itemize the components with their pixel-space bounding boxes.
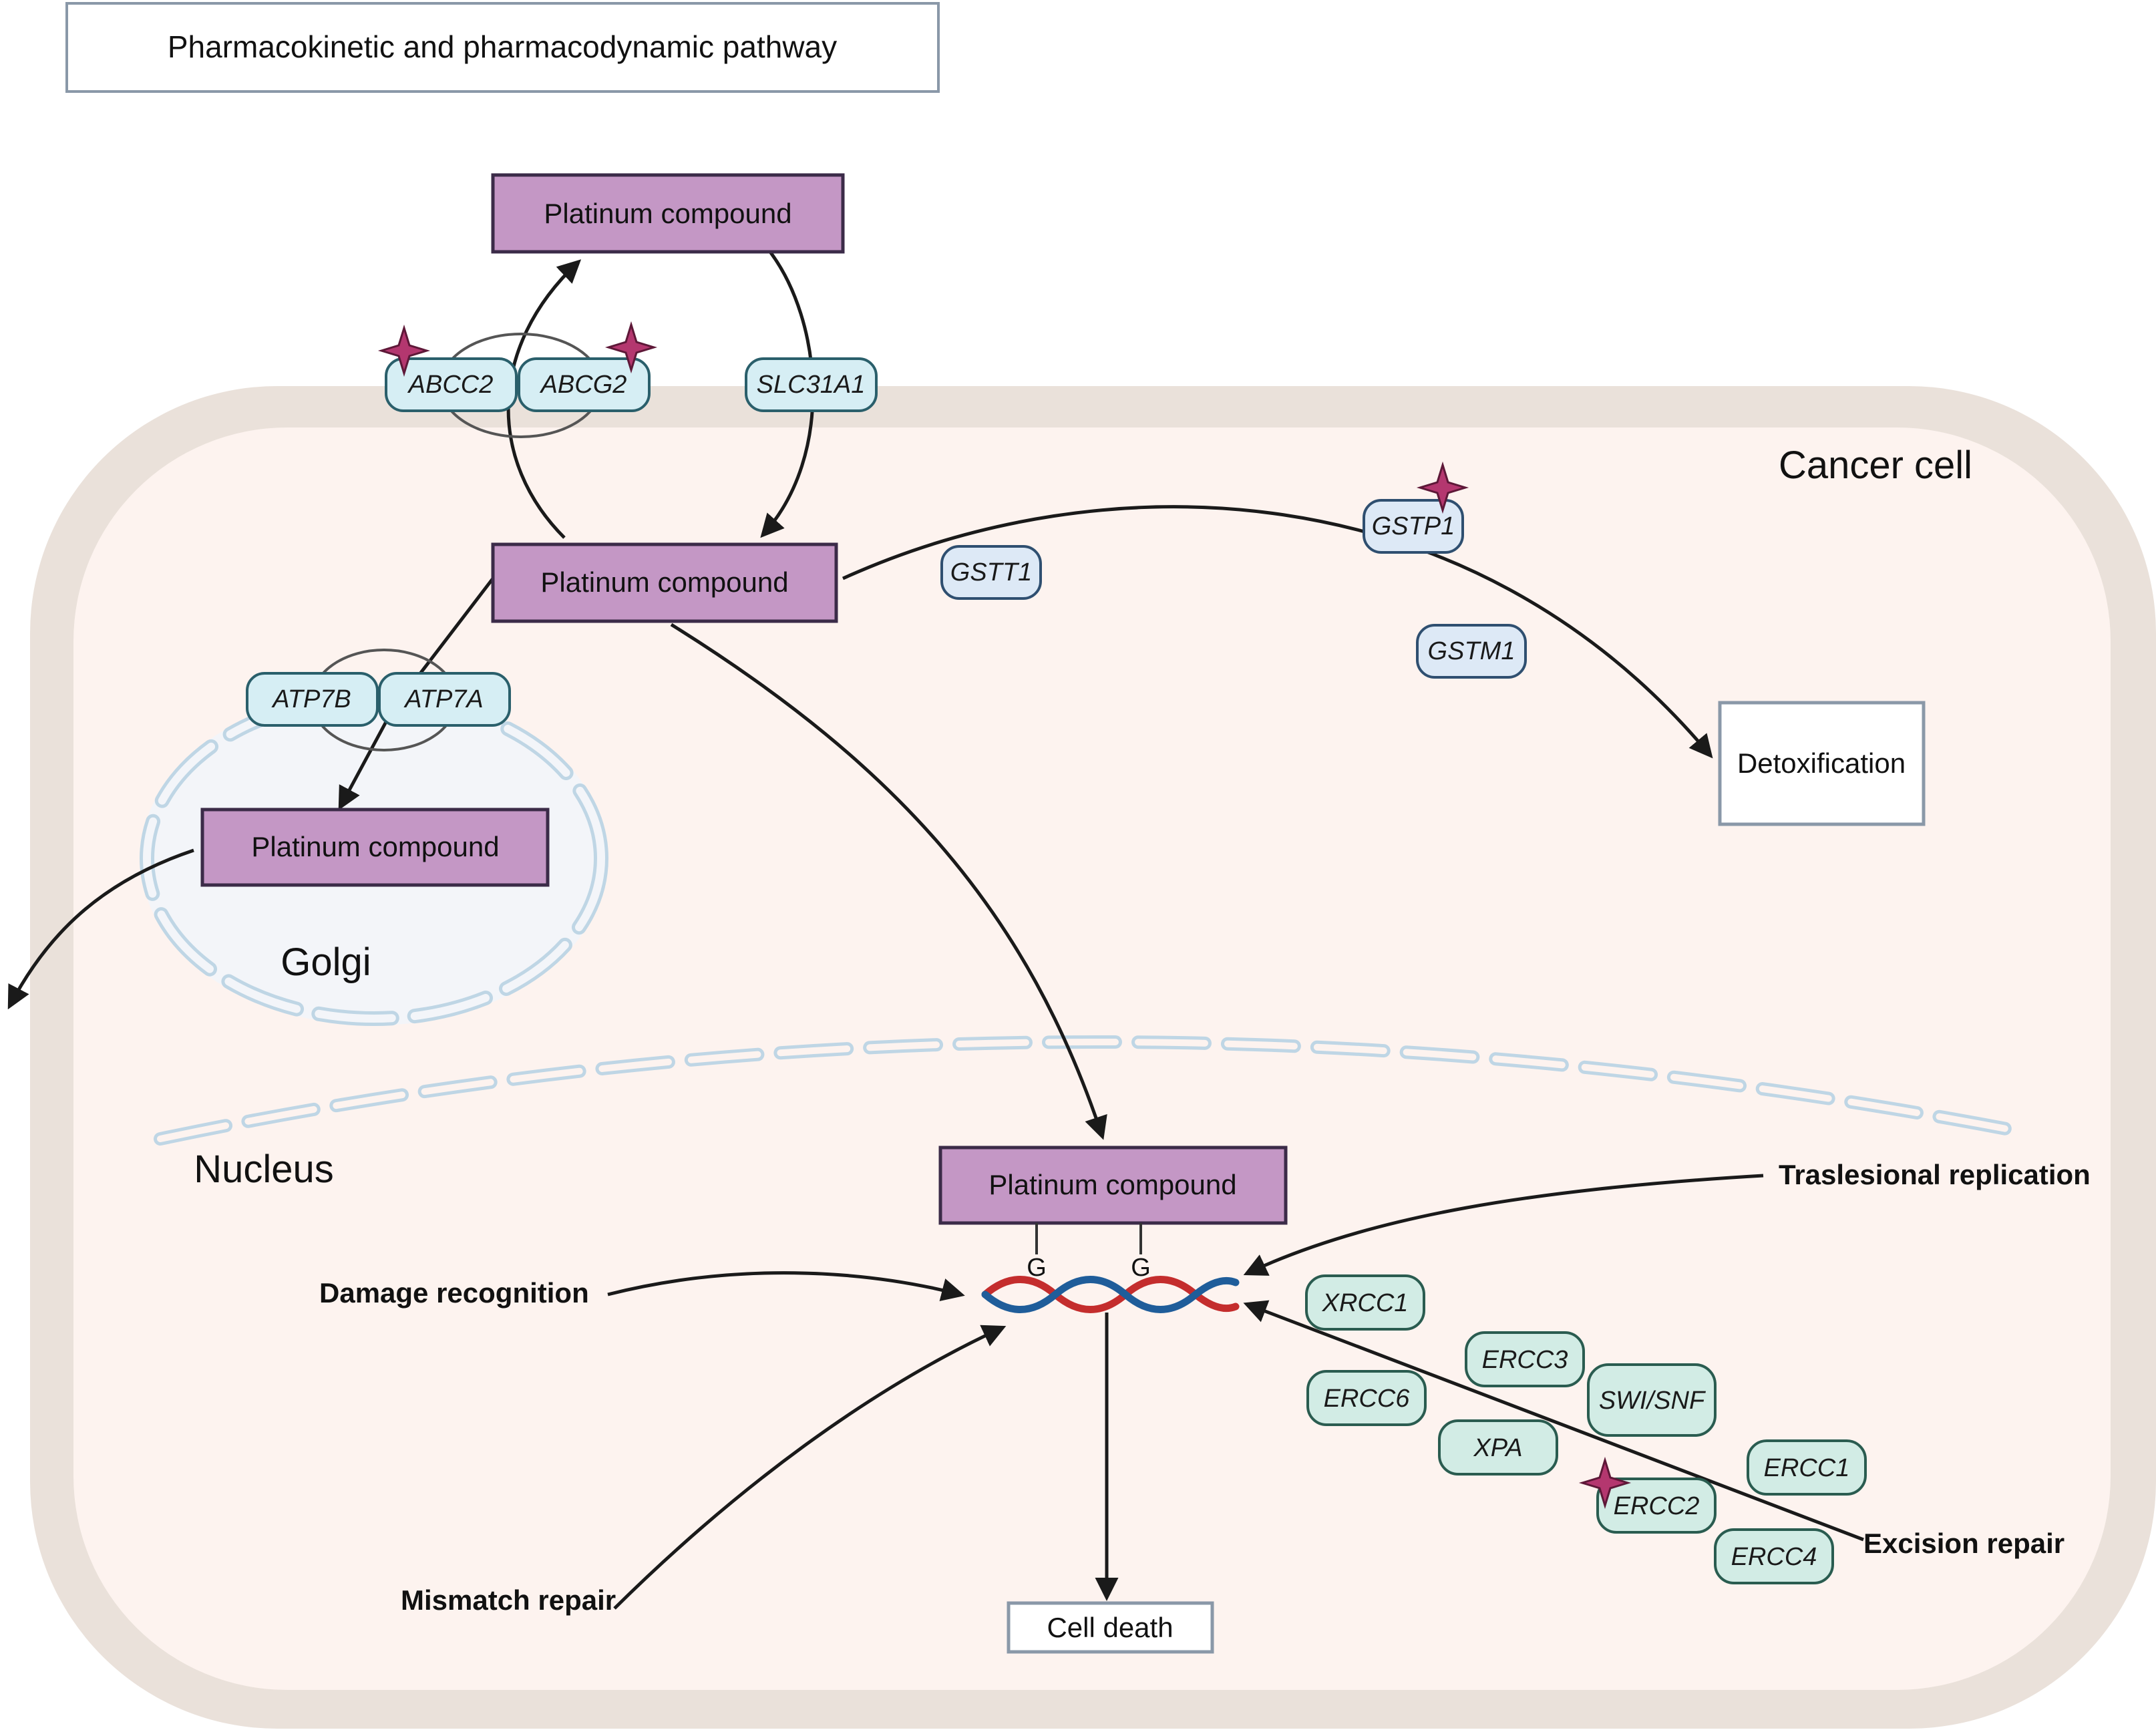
pill-ercc4 bbox=[1714, 1528, 1834, 1584]
compound-golgi-label: Platinum compound bbox=[251, 831, 499, 862]
arrow-to-detoxification bbox=[842, 505, 1713, 759]
diagram-title: Pharmacokinetic and pharmacodynamic path… bbox=[168, 29, 837, 64]
translesional-label: Traslesional replication bbox=[1779, 1159, 2091, 1190]
arrow-into-golgi bbox=[338, 708, 395, 811]
cell-death-label: Cell death bbox=[1047, 1612, 1173, 1643]
pathway-arrows bbox=[7, 250, 1864, 1610]
pill-ercc3 bbox=[1465, 1331, 1585, 1387]
detoxification-box: Detoxification bbox=[1718, 701, 1926, 826]
cell-death-box: Cell death bbox=[1007, 1601, 1214, 1654]
gene-atp7a: ATP7A bbox=[403, 685, 484, 713]
pill-gstm1 bbox=[1416, 624, 1527, 679]
arrow-damage-recognition bbox=[607, 1271, 965, 1301]
pill-atp7b bbox=[246, 672, 379, 727]
arrow-golgi-export bbox=[7, 848, 194, 1010]
nucleus: Nucleus bbox=[154, 1035, 2030, 1191]
compound-cytoplasm: Platinum compound bbox=[491, 542, 838, 623]
pill-ercc2 bbox=[1596, 1478, 1717, 1534]
compound-nucleus-label: Platinum compound bbox=[989, 1169, 1236, 1200]
pill-xrcc1 bbox=[1305, 1274, 1425, 1331]
gene-abcc2: ABCC2 bbox=[407, 371, 494, 399]
pill-atp7a bbox=[378, 672, 511, 727]
repair-genes bbox=[1305, 1274, 1867, 1584]
pill-xpa bbox=[1438, 1419, 1558, 1476]
arrow-excision-repair bbox=[1243, 1300, 1864, 1542]
gene-ercc6: ERCC6 bbox=[1324, 1385, 1411, 1413]
cell-cytoplasm bbox=[73, 427, 2111, 1690]
cancer-cell: Cancer cell bbox=[30, 386, 2156, 1729]
pill-ercc6 bbox=[1306, 1370, 1427, 1426]
pill-gstt1 bbox=[940, 545, 1042, 600]
pill-slc31a1 bbox=[745, 357, 878, 412]
arrow-translesional bbox=[1243, 1174, 1764, 1276]
pill-swi-snf bbox=[1587, 1363, 1717, 1437]
damage-recognition-label: Damage recognition bbox=[319, 1277, 589, 1309]
compound-nucleus: Platinum compound bbox=[938, 1146, 1288, 1225]
compound-golgi: Platinum compound bbox=[200, 808, 550, 887]
detoxification-label: Detoxification bbox=[1737, 747, 1906, 779]
pill-gstp1 bbox=[1363, 499, 1464, 554]
detox-enzymes bbox=[940, 499, 1527, 679]
gene-ercc2: ERCC2 bbox=[1614, 1492, 1700, 1520]
pill-abcc2 bbox=[385, 357, 518, 412]
dna-adduct: G G bbox=[981, 1223, 1240, 1313]
gene-ercc1: ERCC1 bbox=[1764, 1454, 1850, 1482]
arrow-to-nucleus bbox=[670, 623, 1107, 1140]
gene-ercc3: ERCC3 bbox=[1482, 1346, 1568, 1374]
gene-xpa: XPA bbox=[1473, 1434, 1522, 1462]
gene-swi-snf: SWI/SNF bbox=[1599, 1387, 1706, 1415]
compound-cytoplasm-label: Platinum compound bbox=[540, 566, 788, 598]
variant-markers bbox=[377, 321, 1632, 1510]
gene-slc31a1: SLC31A1 bbox=[757, 371, 866, 399]
gene-gstt1: GSTT1 bbox=[950, 558, 1032, 586]
gene-xrcc1: XRCC1 bbox=[1322, 1289, 1409, 1317]
mismatch-repair-label: Mismatch repair bbox=[401, 1584, 616, 1616]
star-marker-icon bbox=[1416, 461, 1469, 514]
compound-extracellular: Platinum compound bbox=[491, 173, 845, 254]
golgi-label: Golgi bbox=[281, 940, 371, 984]
excision-repair-label: Excision repair bbox=[1863, 1528, 2064, 1559]
arrow-mismatch-repair bbox=[613, 1325, 1007, 1610]
guanine-right-label: G bbox=[1131, 1254, 1151, 1282]
cancer-cell-label: Cancer cell bbox=[1779, 444, 1972, 487]
title-box: Pharmacokinetic and pharmacodynamic path… bbox=[65, 2, 940, 93]
gene-gstp1: GSTP1 bbox=[1372, 512, 1455, 540]
compound-extracellular-label: Platinum compound bbox=[544, 198, 791, 229]
nucleus-label: Nucleus bbox=[194, 1148, 334, 1191]
dna-strand-blue bbox=[981, 1276, 1240, 1313]
gene-ercc4: ERCC4 bbox=[1731, 1543, 1817, 1571]
transporters bbox=[246, 357, 878, 727]
pill-abcg2 bbox=[518, 357, 651, 412]
gene-gstm1: GSTM1 bbox=[1428, 637, 1515, 665]
star-marker-icon bbox=[604, 321, 658, 374]
gene-abcg2: ABCG2 bbox=[540, 371, 627, 399]
star-marker-icon bbox=[1578, 1456, 1632, 1510]
gene-atp7b: ATP7B bbox=[271, 685, 351, 713]
dna-strand-red bbox=[981, 1276, 1240, 1313]
star-marker-icon bbox=[377, 324, 431, 377]
pill-ercc1 bbox=[1747, 1439, 1867, 1496]
